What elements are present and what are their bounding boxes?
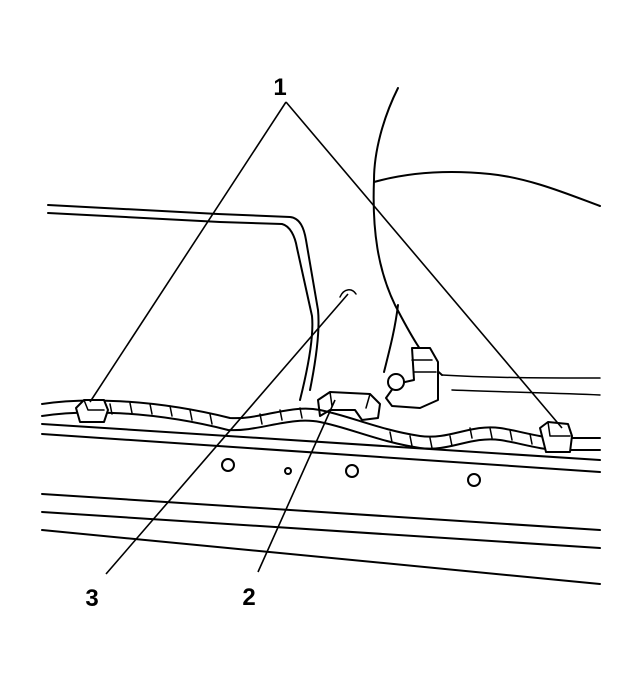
- leader-lines: [89, 101, 563, 575]
- callout-3: 3: [85, 585, 98, 612]
- wiring-harness: [41, 399, 601, 451]
- sill-rail: [41, 423, 601, 585]
- callout-1: 1: [273, 74, 286, 101]
- seat-mount-bracket: [385, 347, 439, 409]
- callout-2: 2: [242, 584, 255, 611]
- trim-panel-lines: [47, 204, 320, 401]
- harness-clips: [75, 399, 573, 453]
- retainer-bracket: [317, 391, 381, 421]
- seat-outline: [372, 87, 601, 396]
